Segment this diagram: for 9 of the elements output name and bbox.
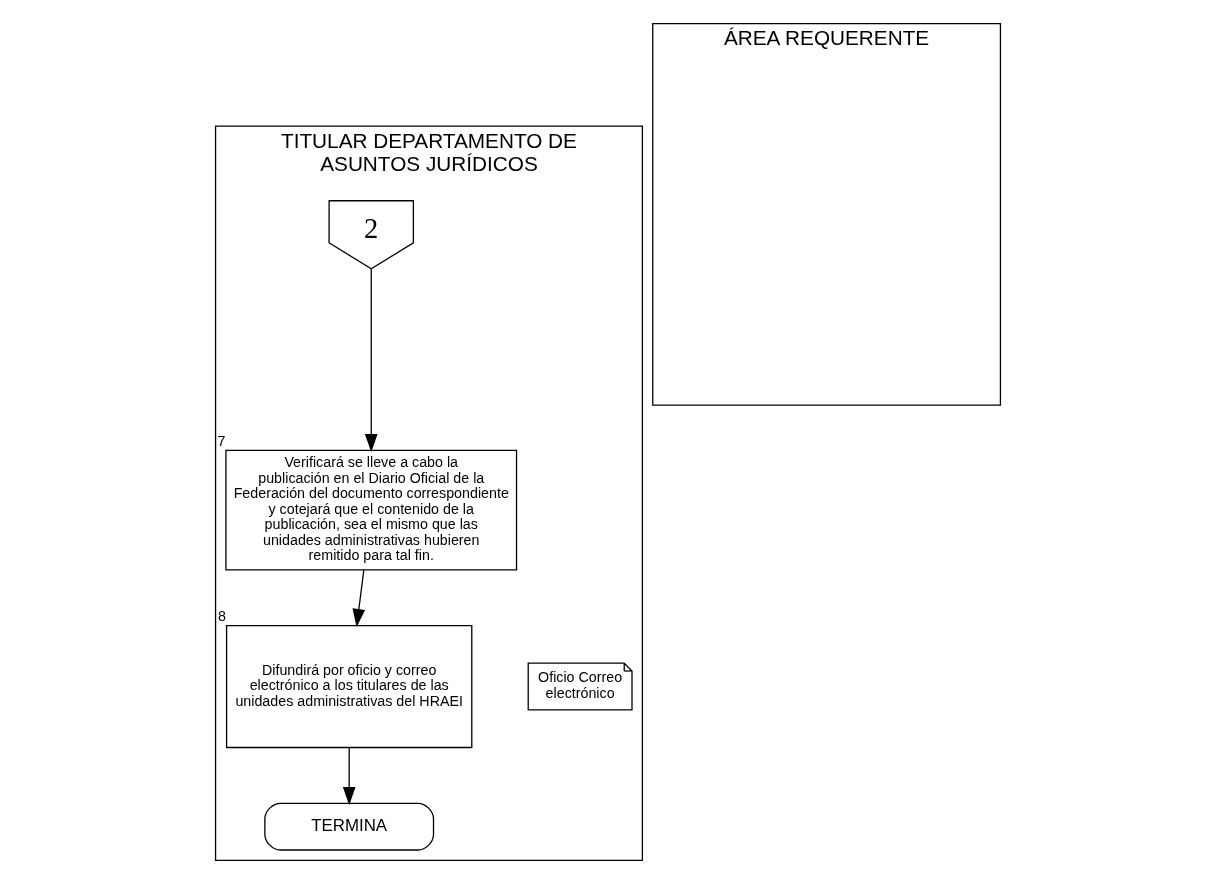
arrow	[342, 747, 356, 806]
arrow	[352, 569, 366, 628]
node-box: Difundirá por oficio y correo electrónico a los titulares de las unidades administrativas del HRAEI	[225, 624, 473, 749]
node-box: TERMINA	[264, 802, 435, 851]
node-label: 8	[218, 608, 227, 625]
arrow	[364, 268, 378, 453]
node-box: ÁREA REQUERENTE	[652, 22, 1002, 406]
node-box: Verificará se lleve a cabo la publicación en el Diario Oficial de la Federación del documento correspondiente y cotejará que el contenido de la publicación, sea el mismo que las unidades administrativas hubieren remitido para tal fin.	[225, 449, 518, 571]
node-label: 7	[217, 433, 226, 450]
